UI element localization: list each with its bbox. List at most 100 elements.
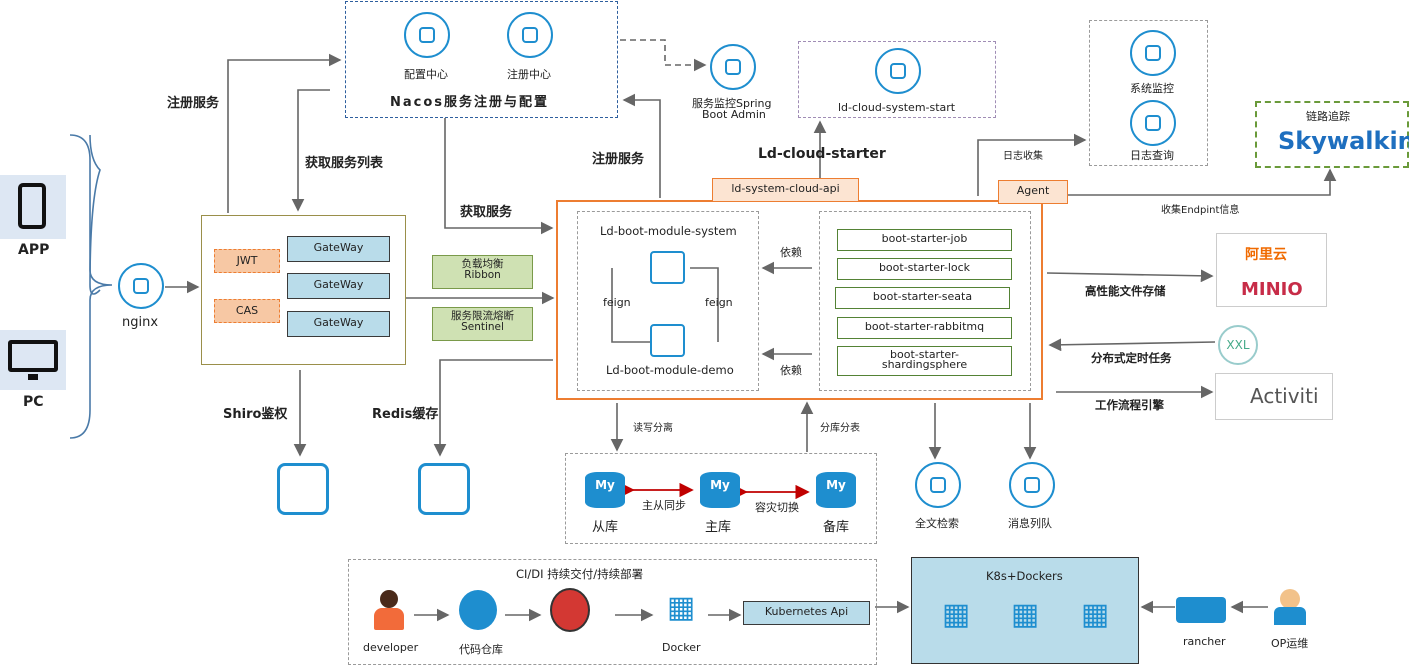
docker-icon: ▦ [1010,597,1040,632]
shard-label: 分库分表 [820,423,860,434]
mysql-slave-icon: My [585,472,625,508]
op-label: OP运维 [1271,637,1309,650]
get-list-label: 获取服务列表 [305,156,384,171]
feign-right-label: feign [705,296,733,309]
log-collect-label: 日志收集 [1003,151,1043,162]
config-center-label: 配置中心 [404,68,448,81]
xxl-text: XXL [1226,338,1250,352]
shield-icon [277,463,329,515]
activiti-logo: Activiti [1250,384,1319,408]
register-label-2: 注册服务 [592,152,645,167]
cloud-api-tag: ld-system-cloud-api [712,178,859,202]
master-label: 主库 [705,520,732,535]
module-demo-label: Ld-boot-module-demo [606,363,734,377]
rancher-icon [1176,597,1226,623]
starter-item: boot-starter-lock [837,258,1012,280]
starter-item: boot-starter-job [837,229,1012,251]
starter-item: boot-starter-rabbitmq [837,317,1012,339]
starters-box [819,211,1031,391]
activiti-box [1215,373,1333,420]
backup-label: 备库 [823,520,850,535]
cas-tag: CAS [214,299,280,323]
k8s-api-box: Kubernetes Api [743,601,870,625]
rancher-label: rancher [1183,635,1226,648]
sharding-line-1: boot-starter- [890,348,959,361]
cloud-start-box [798,41,996,118]
database-box [565,453,877,544]
search-icon [915,462,961,508]
gateway-node: GateWay [287,311,390,337]
cloud-start-label: ld-cloud-system-start [838,101,956,114]
skywalking-box [1255,101,1409,168]
workflow-label: 工作流程引擎 [1095,398,1164,412]
storage-box [1216,233,1327,307]
gear-icon [404,12,450,58]
register-label-1: 注册服务 [167,96,220,111]
sentinel-box: 服务限流熔断 Sentinel [432,307,533,341]
log-search-icon [1130,100,1176,146]
monitor-box [1089,20,1208,166]
module-demo-icon [650,324,685,357]
pc-label: PC [23,394,44,410]
camera-icon [1130,30,1176,76]
github-icon [459,590,497,630]
k8s-box [911,557,1139,664]
endpoint-label: 收集Endpint信息 [1161,205,1240,216]
agent-tag: Agent [998,180,1068,204]
cicd-title: CI/DI 持续交付/持续部署 [516,567,644,581]
mysql-backup-icon: My [816,472,856,508]
starter-item: boot-starter-seata [835,287,1010,309]
shiro-label: Shiro鉴权 [223,407,288,422]
module-system-icon [650,251,685,284]
system-monitor-label: 系统监控 [1130,82,1174,95]
master-slave-label: 主从同步 [642,499,686,512]
redis-label: Redis缓存 [372,407,439,422]
failover-label: 容灾切换 [755,501,799,514]
module-system-label: Ld-boot-module-system [600,224,737,238]
skywalking-logo: Skywalking [1278,127,1409,155]
message-queue-icon [1009,462,1055,508]
search-label: 全文检索 [915,517,959,530]
developer-label: developer [363,641,419,654]
mq-label: 消息列队 [1008,517,1052,530]
sharding-line-2: shardingsphere [881,358,968,371]
cicd-box [348,559,877,665]
op-icon [1270,585,1310,627]
monitor-icon [0,330,66,390]
docker-icon: ▦ [666,590,696,625]
ribbon-label-1: 负载均衡 [461,258,504,270]
nginx-icon [118,263,164,309]
modules-box [577,211,759,391]
sentinel-label-2: Sentinel [461,321,504,333]
admin-label-2: Boot Admin [702,108,766,121]
nacos-title: Nacos服务注册与配置 [390,95,550,110]
log-query-label: 日志查询 [1130,149,1174,162]
admin-monitor-icon [710,44,756,90]
gateway-node: GateWay [287,236,390,262]
ribbon-label-2: Ribbon [464,269,501,281]
slave-label: 从库 [592,520,619,535]
developer-icon [368,588,408,634]
ribbon-box: 负载均衡 Ribbon [432,255,533,289]
sentinel-label-1: 服务限流熔断 [451,310,514,322]
docker-label: Docker [662,641,701,654]
tablet-icon [0,175,66,239]
xxl-logo: XXL [1218,325,1258,365]
nacos-box [345,1,618,118]
registry-center-label: 注册中心 [507,68,551,81]
gateway-box [201,215,406,365]
minio-logo: MINIO [1241,279,1303,300]
nginx-label: nginx [122,315,159,330]
docker-icon: ▦ [1080,597,1110,632]
admin-label-1: 服务监控Spring [692,97,772,110]
storage-label: 高性能文件存储 [1085,284,1166,298]
grid-icon [507,12,553,58]
scheduler-label: 分布式定时任务 [1091,351,1172,365]
app-label: APP [18,242,50,258]
rely-label-1: 依赖 [780,246,802,259]
cloud-icon [875,48,921,94]
tracing-label: 链路追踪 [1306,110,1350,123]
redis-stack-icon [418,463,470,515]
aliyun-logo: 阿里云 [1245,247,1287,263]
